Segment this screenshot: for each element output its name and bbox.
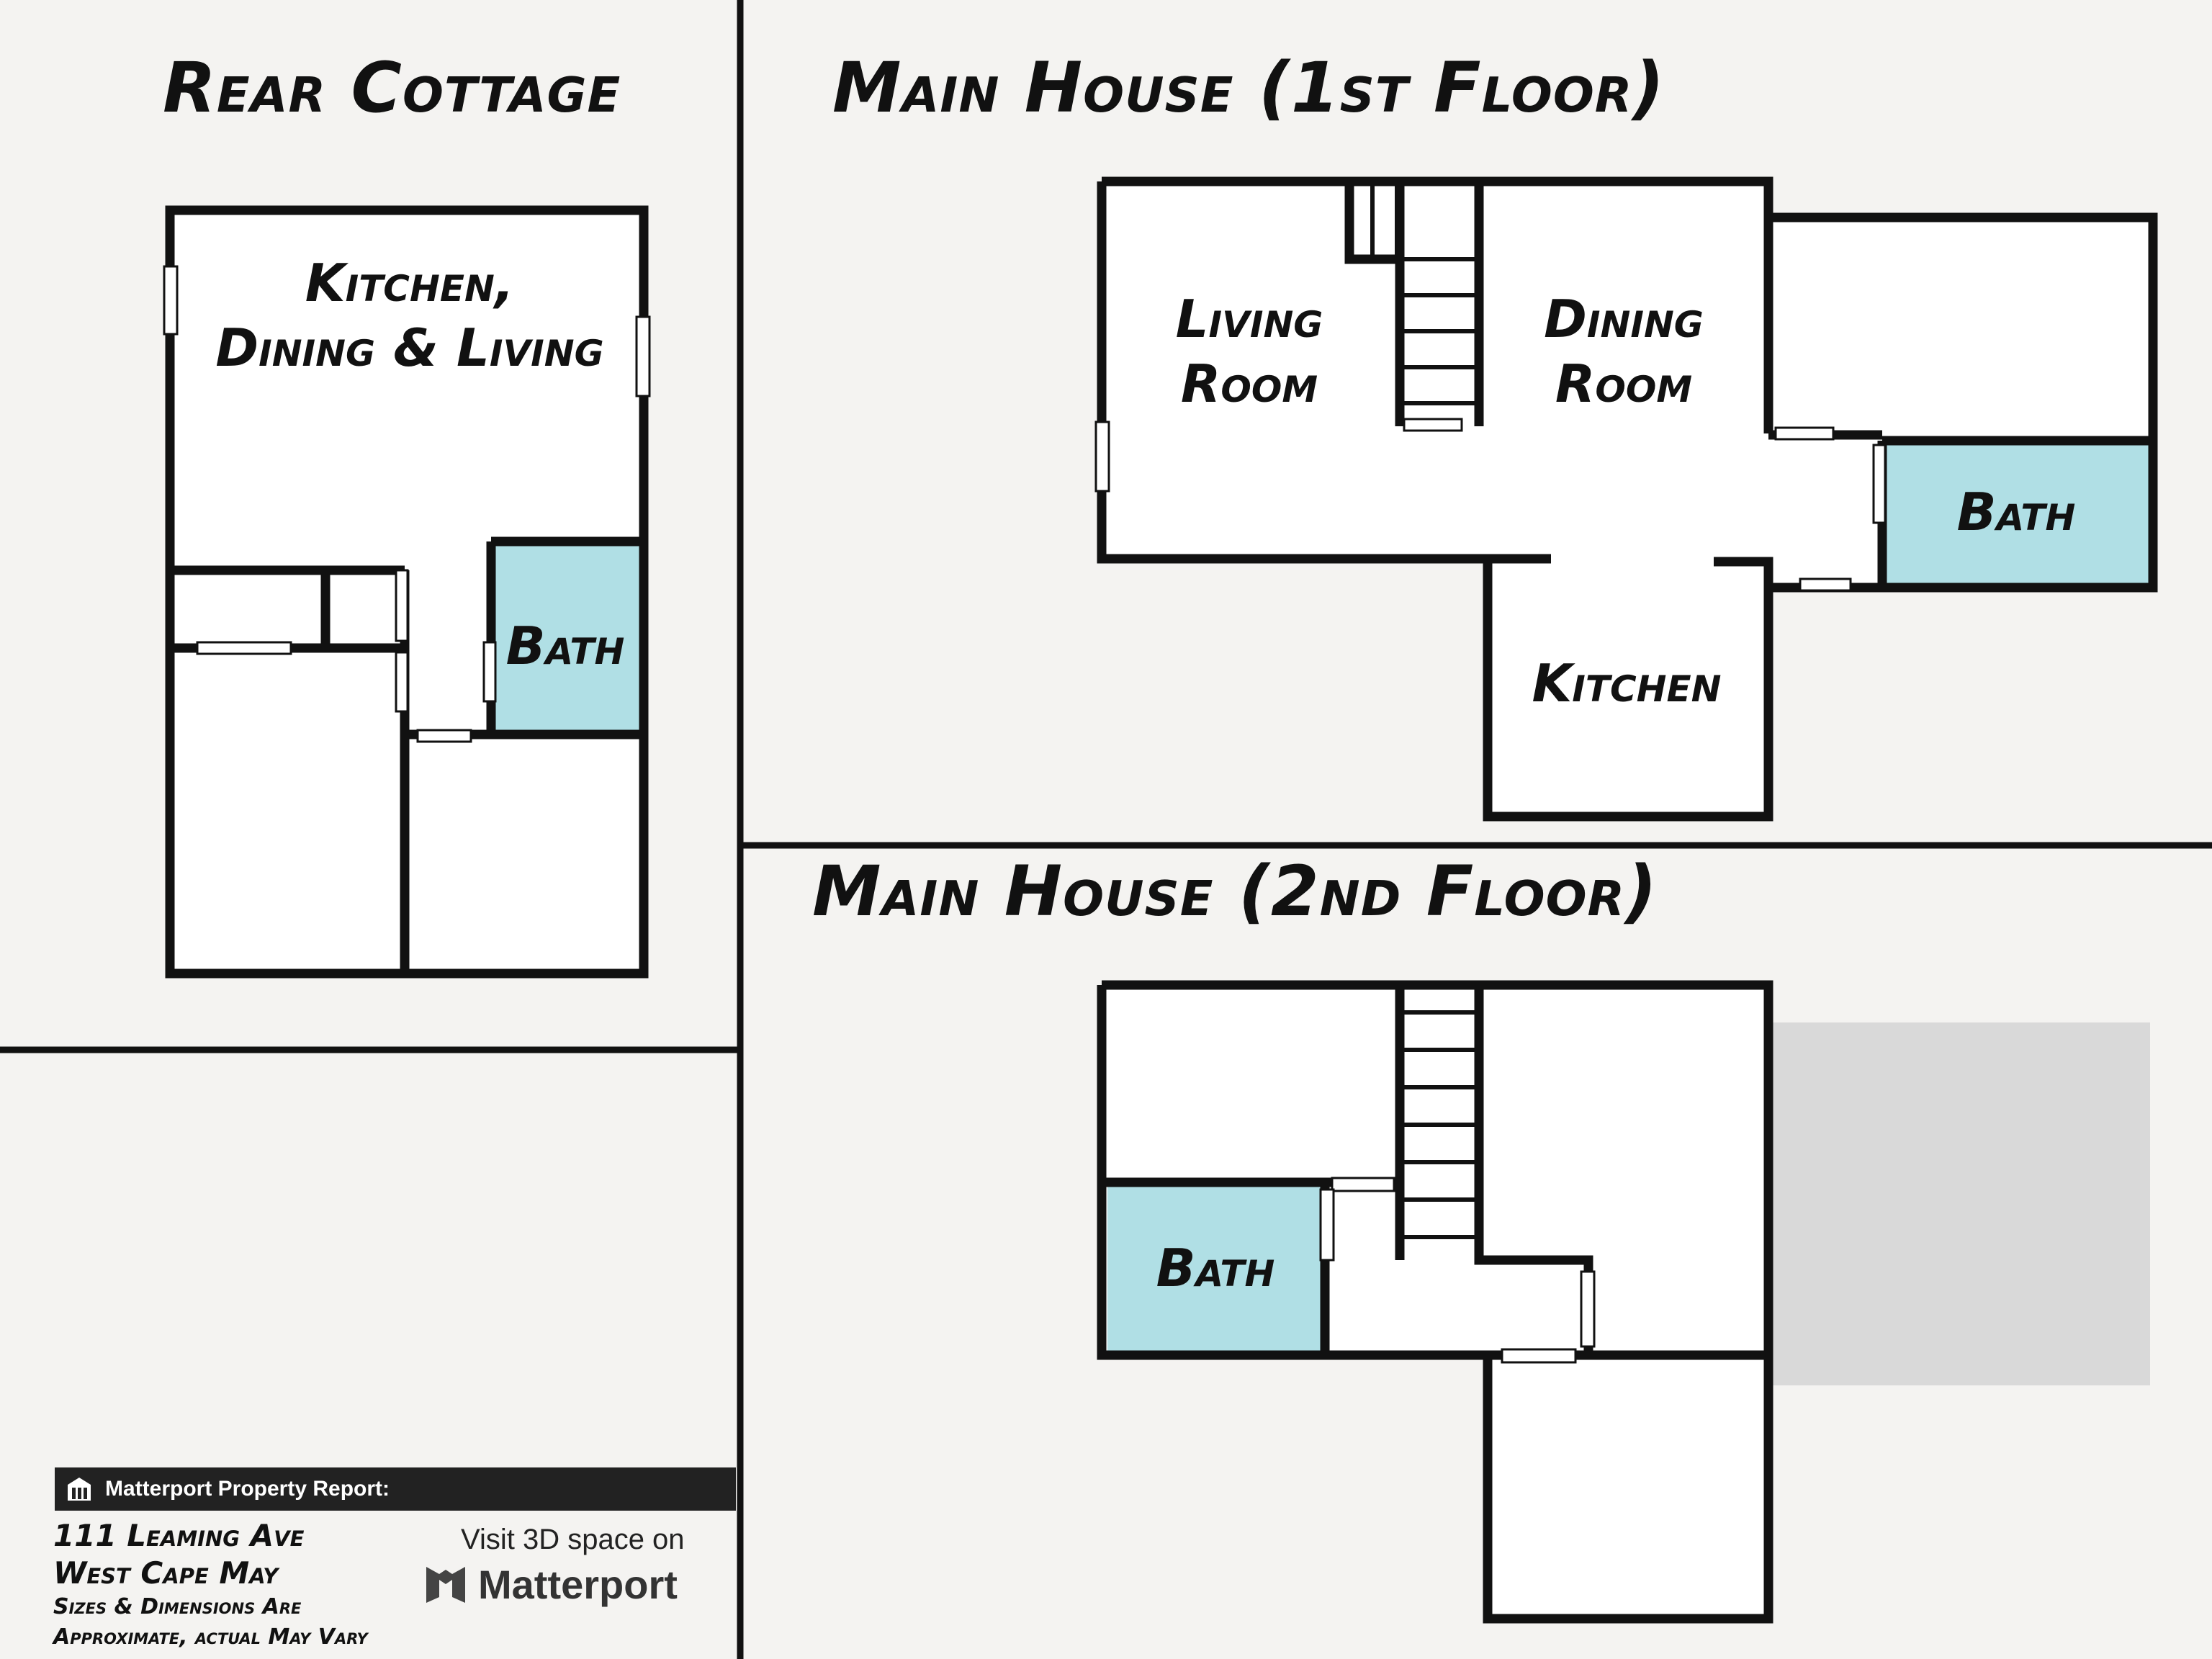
cottage-kitchen-line1: Kitchen, [305,253,515,313]
living-room-label: Living Room [1130,287,1368,416]
main-first-floor-plan [1094,176,2158,822]
property-report-bar: Matterport Property Report: [55,1467,736,1511]
building-icon [68,1478,91,1501]
second-floor-bath [1107,1185,1323,1351]
cottage-bath-label: Bath [505,616,625,676]
matterport-logo-icon [426,1566,465,1603]
cottage-kitchen-label: Kitchen, Dining & Living [199,251,621,380]
property-report-label: Matterport Property Report: [105,1477,390,1501]
living-room-line1: Living [1175,289,1323,349]
address-line1: 111 Leaming Ave [53,1518,305,1553]
first-floor-bath-label: Bath [1956,482,2076,542]
cottage-bath [491,541,639,734]
main-first-floor-title: Main House (1st Floor) [832,48,1665,128]
disclaimer-line2: Approximate, actual May Vary [53,1624,368,1650]
living-room-line2: Room [1180,354,1318,414]
main-second-floor-title: Main House (2nd Floor) [812,851,1658,932]
kitchen-label: Kitchen [1532,653,1722,714]
visit-3d-text: Visit 3D space on [461,1524,685,1555]
main-second-floor-plan [1097,980,2150,1624]
second-floor-bath-label: Bath [1156,1238,1275,1298]
cottage-kitchen-line2: Dining & Living [215,318,604,378]
disclaimer-line1: Sizes & Dimensions Are [53,1594,302,1619]
dining-room-line2: Room [1555,354,1693,414]
address-line2: West Cape May [53,1555,279,1591]
rear-cottage-title: Rear Cottage [163,48,621,128]
first-floor-bath [1882,442,2150,585]
dining-room-label: Dining Room [1505,287,1743,416]
rear-cottage-plan [163,205,651,979]
faded-area [1773,1022,2150,1385]
dining-room-line1: Dining [1544,289,1704,349]
matterport-brand[interactable]: Matterport [423,1561,678,1608]
matterport-brand-name: Matterport [478,1562,678,1607]
